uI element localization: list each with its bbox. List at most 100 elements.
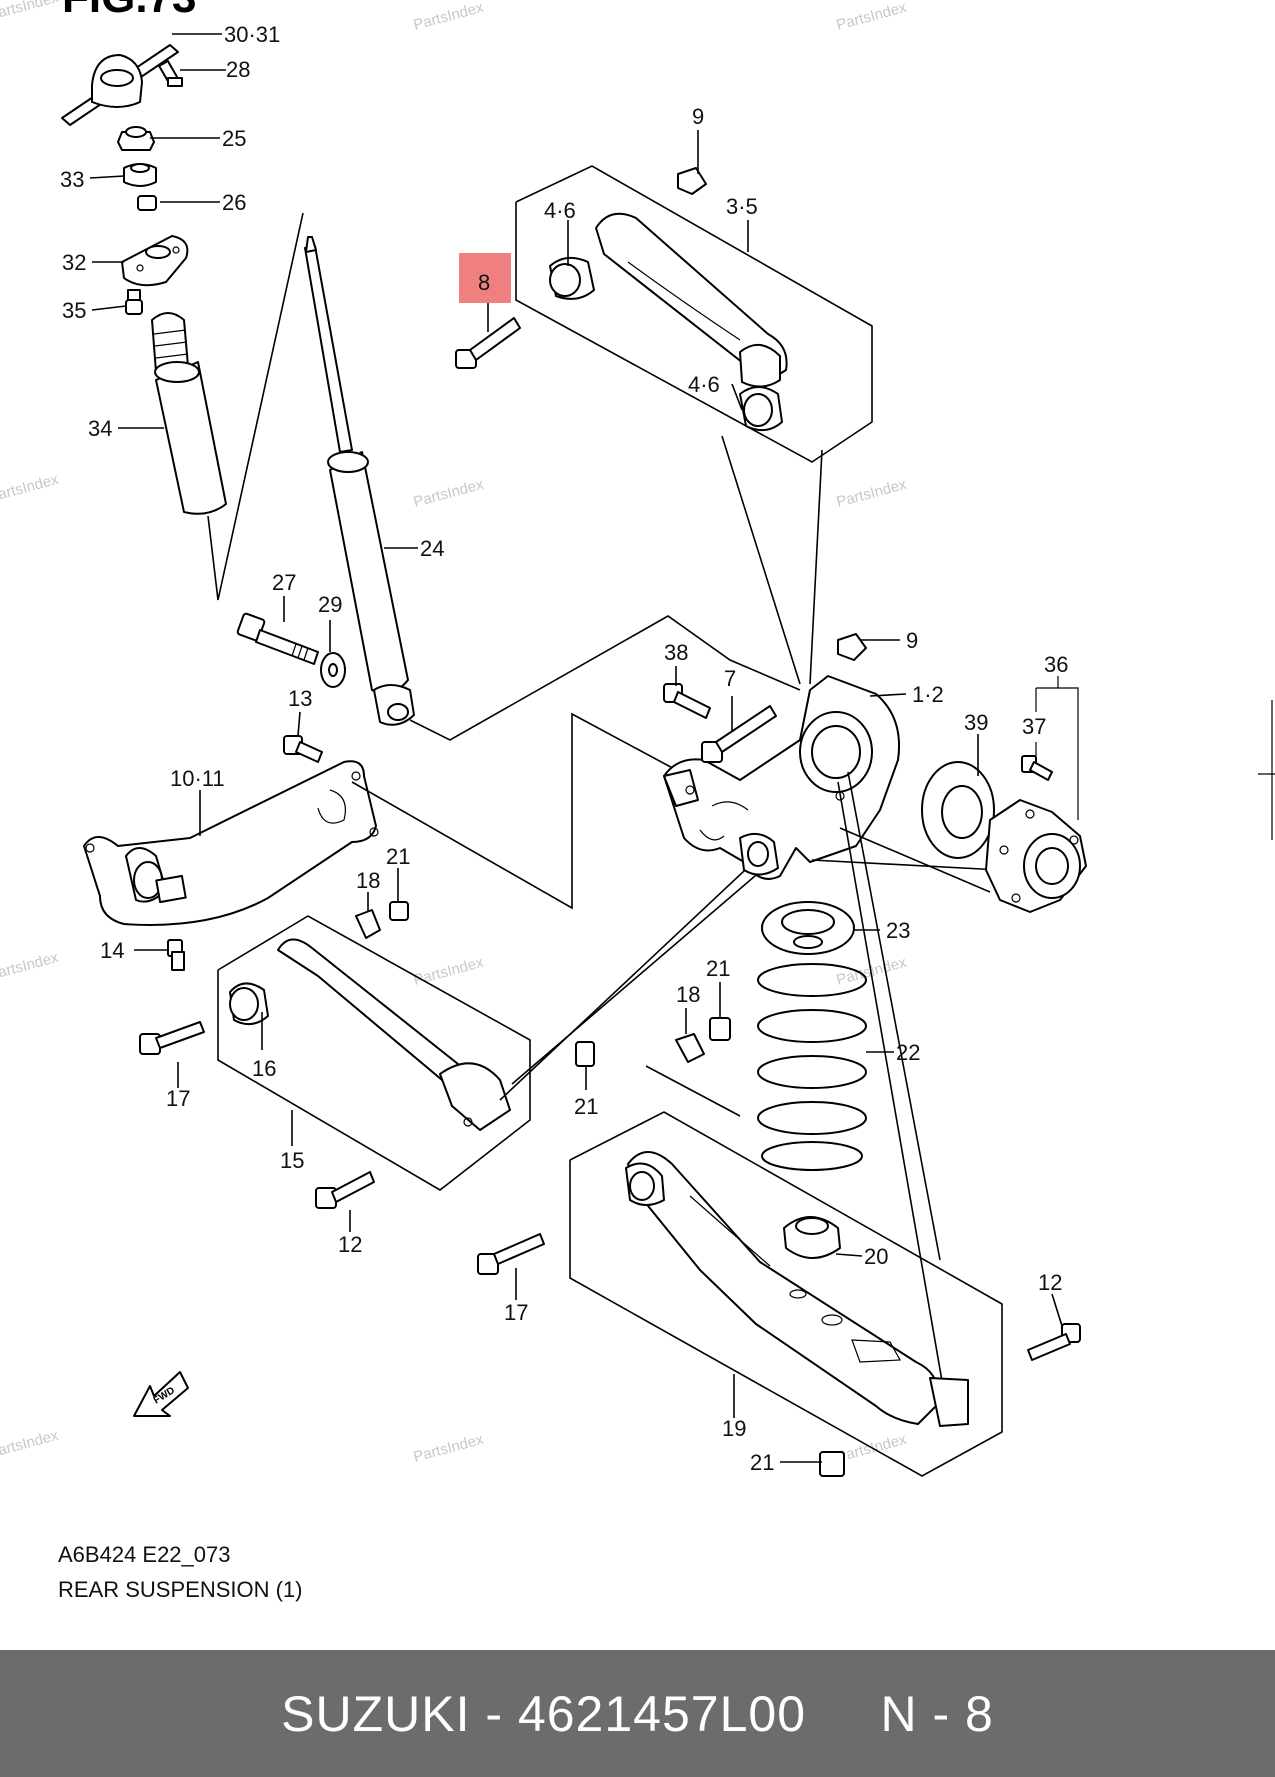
- lower-control-arm-19: [569, 1111, 1003, 1477]
- coil-spring-22: [757, 963, 867, 1171]
- callout-17a: 17: [166, 1086, 190, 1111]
- nut-18b: [675, 1033, 705, 1063]
- callout-23: 23: [886, 918, 910, 943]
- highlight-box: [459, 253, 511, 303]
- guide-line: [207, 212, 304, 601]
- bolt-35: [125, 289, 143, 315]
- bolt-14: [167, 939, 185, 971]
- callout-38: 38: [664, 640, 688, 665]
- leader-lines: [89, 33, 1063, 1463]
- watermark: PartsIndex: [412, 0, 486, 34]
- guide-line: [837, 781, 947, 1405]
- callout-21d: 21: [750, 1450, 774, 1475]
- nut-18a: [355, 909, 381, 939]
- nut-25: [117, 126, 155, 151]
- callout-15: 15: [280, 1148, 304, 1173]
- watermarks: PartsIndex PartsIndex PartsIndex PartsIn…: [0, 0, 909, 1466]
- watermark: PartsIndex: [412, 476, 486, 511]
- watermark: PartsIndex: [0, 949, 61, 984]
- nut-21c: [709, 1017, 731, 1041]
- callout-4-6b: 4·6: [688, 372, 720, 397]
- washer-29: [320, 652, 346, 688]
- callout-32: 32: [62, 250, 86, 275]
- callout-12c: 12: [1038, 1270, 1062, 1295]
- callout-1-2: 1·2: [912, 682, 944, 707]
- nut-26: [137, 195, 157, 211]
- callout-17b: 17: [504, 1300, 528, 1325]
- callout-28: 28: [226, 57, 250, 82]
- callout-13: 13: [288, 686, 312, 711]
- callout-36: 36: [1044, 652, 1068, 677]
- diagram-canvas: PartsIndex PartsIndex PartsIndex PartsIn…: [0, 0, 1275, 1602]
- bolt-8: [455, 317, 521, 369]
- callout-24: 24: [420, 536, 444, 561]
- callout-20: 20: [864, 1244, 888, 1269]
- parts-diagram: PartsIndex PartsIndex PartsIndex PartsIn…: [0, 0, 1275, 1602]
- guide-line: [847, 771, 941, 1261]
- guide-line: [721, 435, 801, 685]
- callout-12a: 12: [338, 1232, 362, 1257]
- spring-seat-23: [761, 901, 855, 955]
- washer-33: [123, 163, 157, 187]
- watermark: PartsIndex: [0, 471, 61, 506]
- bolt-27: [236, 612, 319, 665]
- bolt-17b: [477, 1233, 545, 1275]
- watermark: PartsIndex: [835, 0, 909, 34]
- callout-8: 8: [478, 270, 490, 295]
- bolt-12a: [315, 1171, 375, 1209]
- callout-30-31: 30·31: [224, 22, 280, 47]
- guide-line: [645, 1065, 741, 1117]
- nut-21b: [575, 1041, 595, 1067]
- mount-plate-32: [121, 235, 189, 287]
- part-number-banner: SUZUKI - 4621457L00 N - 8: [0, 1650, 1275, 1777]
- callout-18a: 18: [356, 868, 380, 893]
- hub-assembly-36: [985, 799, 1087, 913]
- watermark: PartsIndex: [835, 476, 909, 511]
- nut-21a: [389, 901, 409, 921]
- bolt-7: [701, 705, 777, 763]
- callout-7: 7: [724, 666, 736, 691]
- callout-16: 16: [252, 1056, 276, 1081]
- mount-bracket-30-31: [61, 44, 179, 126]
- callout-33: 33: [60, 167, 84, 192]
- guide-line: [811, 859, 1001, 871]
- bolt-28: [158, 59, 183, 87]
- nut-9a: [677, 167, 707, 195]
- shock-absorber-24: [304, 236, 415, 726]
- bolt-17a: [139, 1021, 205, 1055]
- fwd-arrow-icon: FWD: [133, 1371, 189, 1417]
- callout-22: 22: [896, 1040, 920, 1065]
- watermark: PartsIndex: [412, 954, 486, 989]
- callouts: 30·31 28 25 33 26 32 35 34 24 27 29 13 1…: [60, 22, 1068, 1475]
- nut-21d: [819, 1451, 845, 1477]
- link-box-15: [217, 915, 531, 1191]
- callout-18b: 18: [676, 982, 700, 1007]
- callout-21b: 21: [574, 1094, 598, 1119]
- upper-arm-box-3-5: [515, 165, 873, 463]
- watermark: PartsIndex: [0, 0, 61, 24]
- guide-line: [409, 615, 801, 741]
- callout-21c: 21: [706, 956, 730, 981]
- watermark: PartsIndex: [0, 1427, 61, 1462]
- lower-arm-10-11: [83, 760, 379, 926]
- callout-35: 35: [62, 298, 86, 323]
- hub-bolt-37: [1021, 755, 1053, 781]
- callout-39: 39: [964, 710, 988, 735]
- callout-37: 37: [1022, 714, 1046, 739]
- guide-line: [839, 827, 991, 893]
- callout-19: 19: [722, 1416, 746, 1441]
- bump-stop-dust-cover-34: [151, 312, 227, 515]
- part-number-text: SUZUKI - 4621457L00 N - 8: [281, 1685, 994, 1742]
- diagram-code: A6B424 E22_073: [58, 1542, 231, 1567]
- bolt-12c: [1027, 1323, 1081, 1361]
- watermark: PartsIndex: [835, 954, 909, 989]
- callout-9a: 9: [692, 104, 704, 129]
- guide-line: [351, 712, 681, 910]
- nut-9b: [837, 633, 867, 661]
- dust-cover-39: [921, 761, 995, 859]
- callout-29: 29: [318, 592, 342, 617]
- guide-line: [809, 449, 823, 685]
- callout-21a: 21: [386, 844, 410, 869]
- callout-25: 25: [222, 126, 246, 151]
- callout-14: 14: [100, 938, 124, 963]
